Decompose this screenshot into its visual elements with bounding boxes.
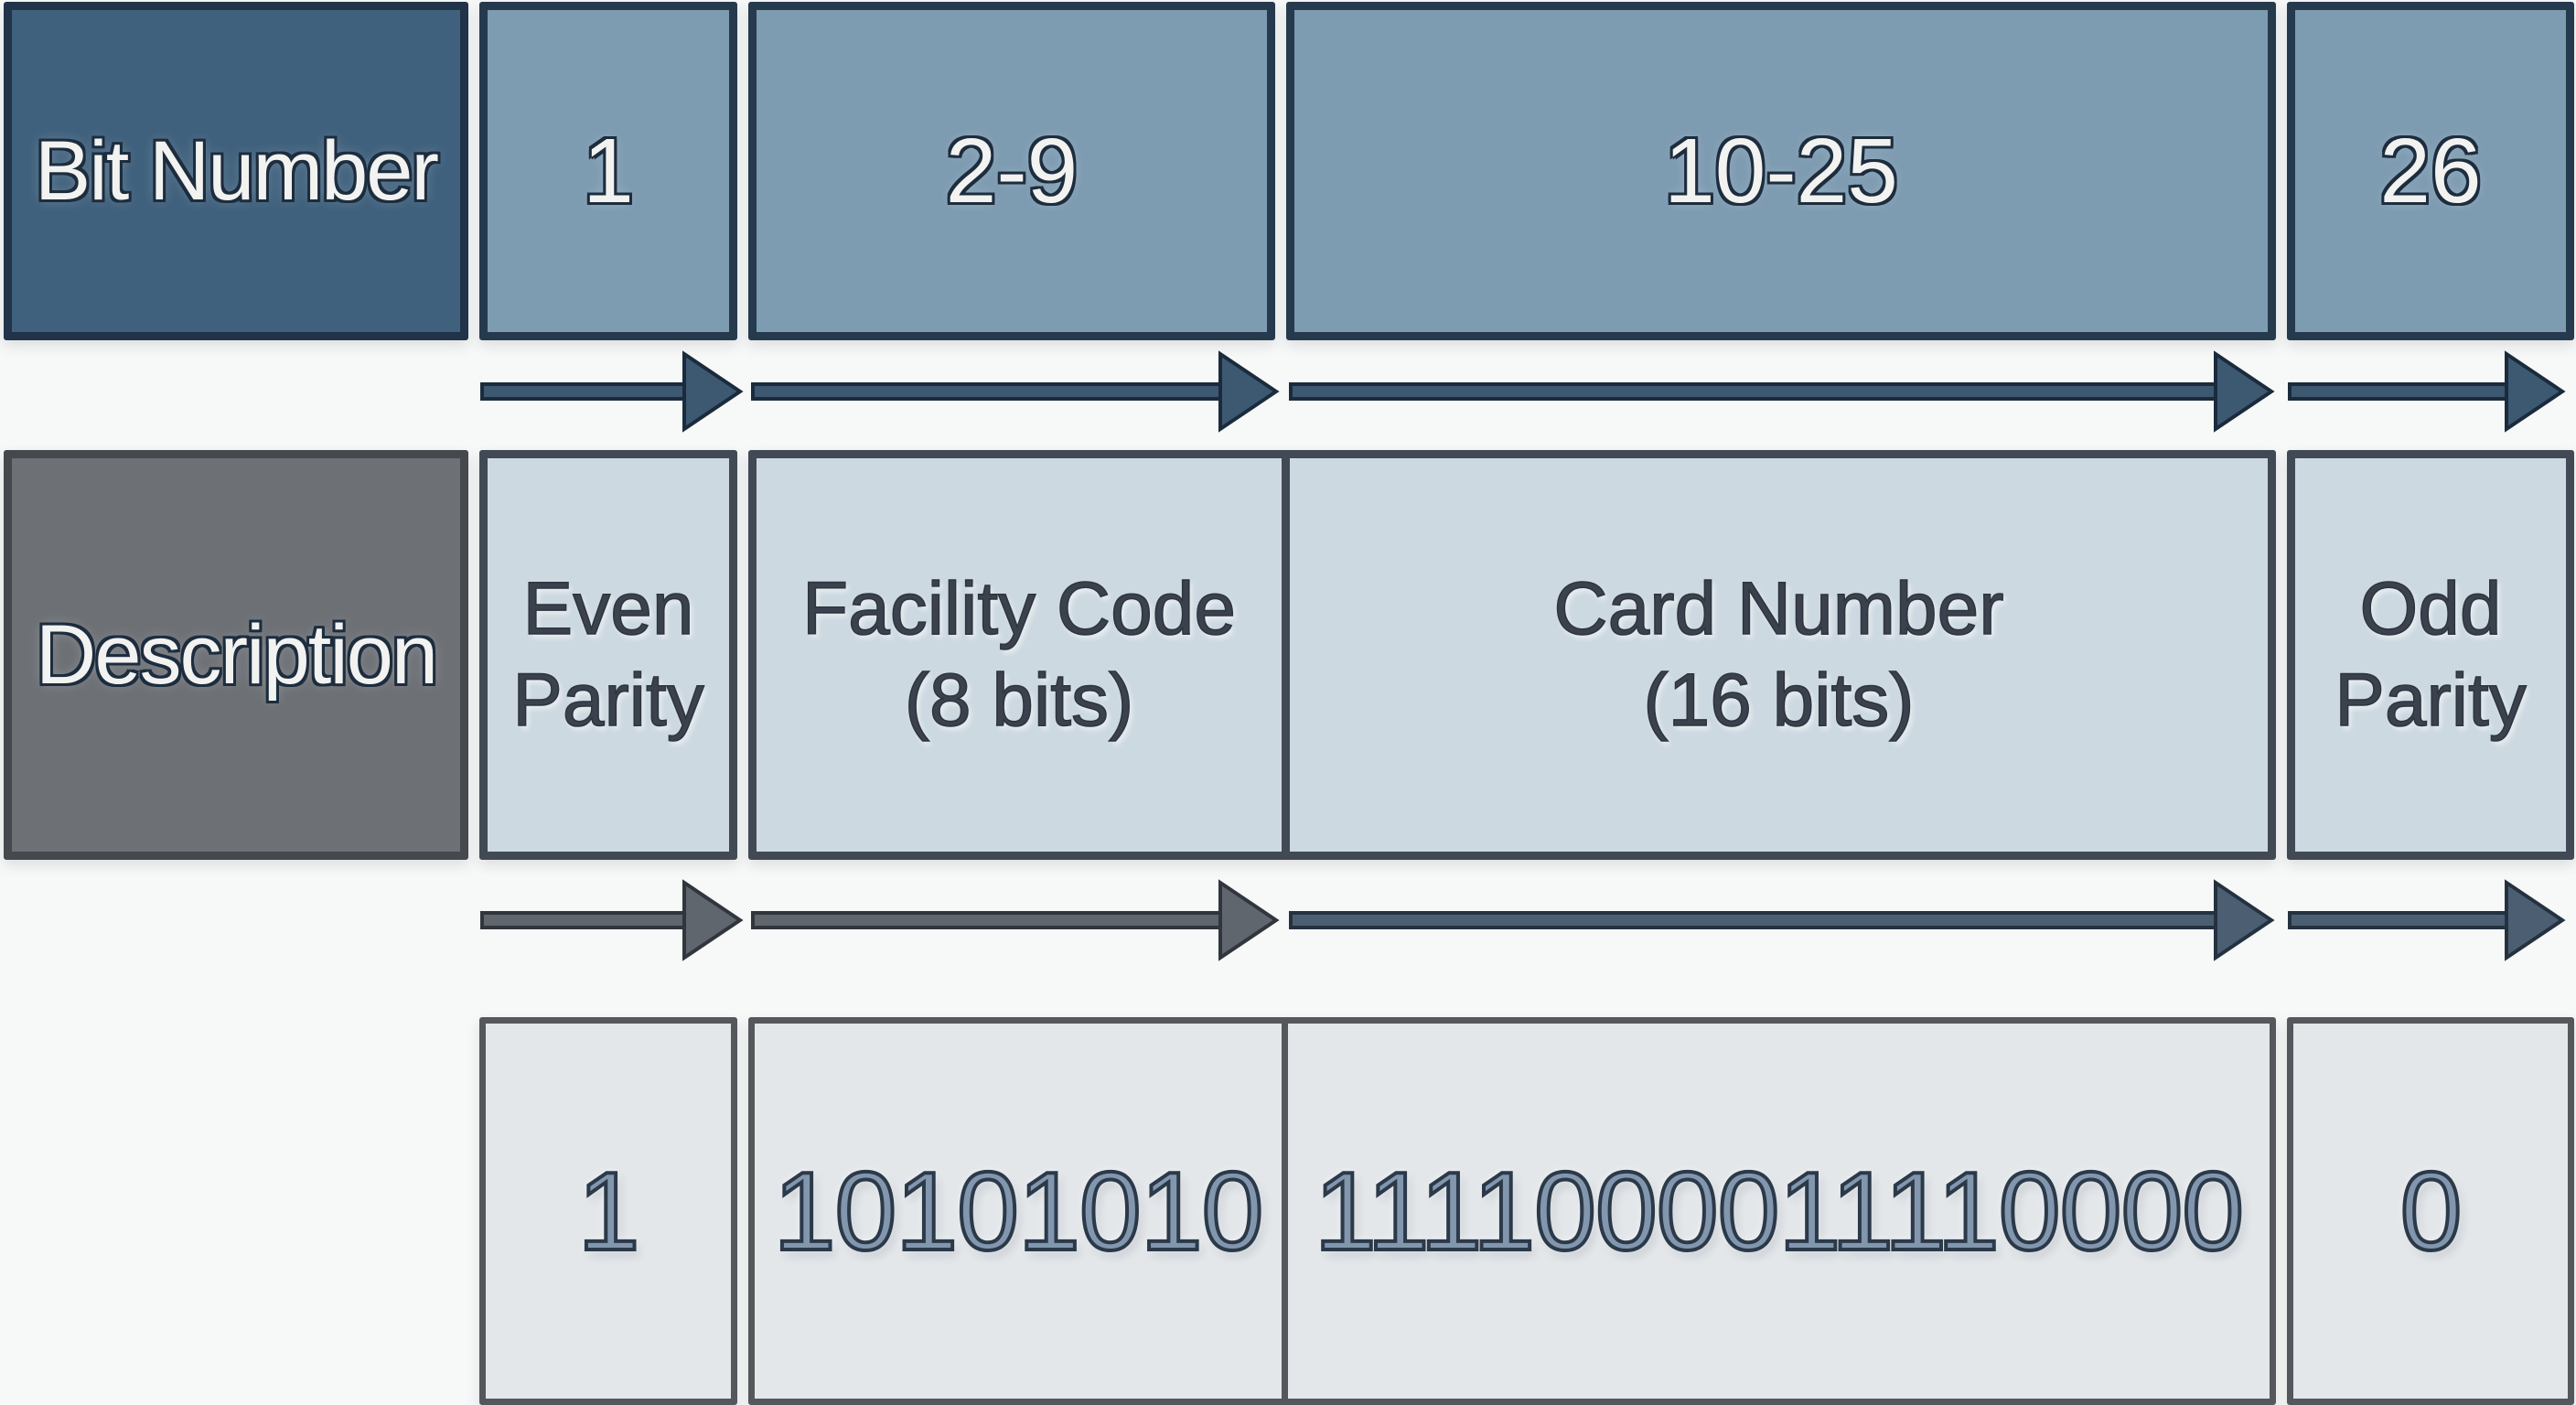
bit-number-label-1: 1 bbox=[583, 119, 634, 222]
odd-parity-label: Odd Parity bbox=[2334, 566, 2527, 743]
cell-divider bbox=[1282, 458, 1290, 852]
facility-code-value: 10101010 bbox=[772, 1147, 1266, 1275]
even-parity-cell: Even Parity bbox=[479, 450, 737, 860]
flow-arrow-right-icon bbox=[480, 350, 744, 433]
facility-code-label: Facility Code (8 bits) bbox=[801, 566, 1236, 743]
facility-code-value-cell: 10101010 bbox=[755, 1024, 1282, 1399]
flow-arrow-right-icon bbox=[2288, 350, 2566, 433]
bit-number-label-2-9: 2-9 bbox=[945, 119, 1079, 222]
odd-parity-value: 0 bbox=[2399, 1147, 2464, 1275]
facility-code-cell: Facility Code (8 bits) bbox=[757, 458, 1282, 852]
flow-arrow-right-icon bbox=[751, 350, 1280, 433]
bit-number-cell-26: 26 bbox=[2287, 2, 2574, 340]
flow-arrow-right-icon bbox=[751, 879, 1280, 961]
bit-number-cell-10-25: 10-25 bbox=[1286, 2, 2276, 340]
description-header-label: Description bbox=[35, 607, 438, 702]
even-parity-value: 1 bbox=[576, 1147, 642, 1275]
bit-number-cell-2-9: 2-9 bbox=[748, 2, 1275, 340]
bit-number-label-26: 26 bbox=[2379, 119, 2482, 222]
card-number-cell: Card Number (16 bits) bbox=[1290, 458, 2268, 852]
card-number-value: 1111000011110000 bbox=[1313, 1147, 2246, 1275]
cell-divider bbox=[1282, 1024, 1288, 1399]
flow-arrow-right-icon bbox=[480, 879, 744, 961]
bit-number-label-10-25: 10-25 bbox=[1664, 119, 1898, 222]
facility-card-value-group: 10101010 1111000011110000 bbox=[748, 1017, 2276, 1405]
description-header-cell: Description bbox=[4, 450, 468, 860]
even-parity-label: Even Parity bbox=[511, 566, 704, 743]
card-number-label: Card Number (16 bits) bbox=[1553, 566, 2005, 743]
card-number-value-cell: 1111000011110000 bbox=[1288, 1024, 2270, 1399]
bit-number-header-label: Bit Number bbox=[34, 123, 439, 218]
flow-arrow-right-icon bbox=[1289, 879, 2275, 961]
even-parity-value-cell: 1 bbox=[479, 1017, 737, 1405]
flow-arrow-right-icon bbox=[1289, 350, 2275, 433]
odd-parity-value-cell: 0 bbox=[2287, 1017, 2574, 1405]
bit-number-cell-1: 1 bbox=[479, 2, 737, 340]
odd-parity-cell: Odd Parity bbox=[2287, 450, 2574, 860]
bit-number-header-cell: Bit Number bbox=[4, 2, 468, 340]
flow-arrow-right-icon bbox=[2288, 879, 2566, 961]
facility-card-group: Facility Code (8 bits) Card Number (16 b… bbox=[748, 450, 2276, 860]
